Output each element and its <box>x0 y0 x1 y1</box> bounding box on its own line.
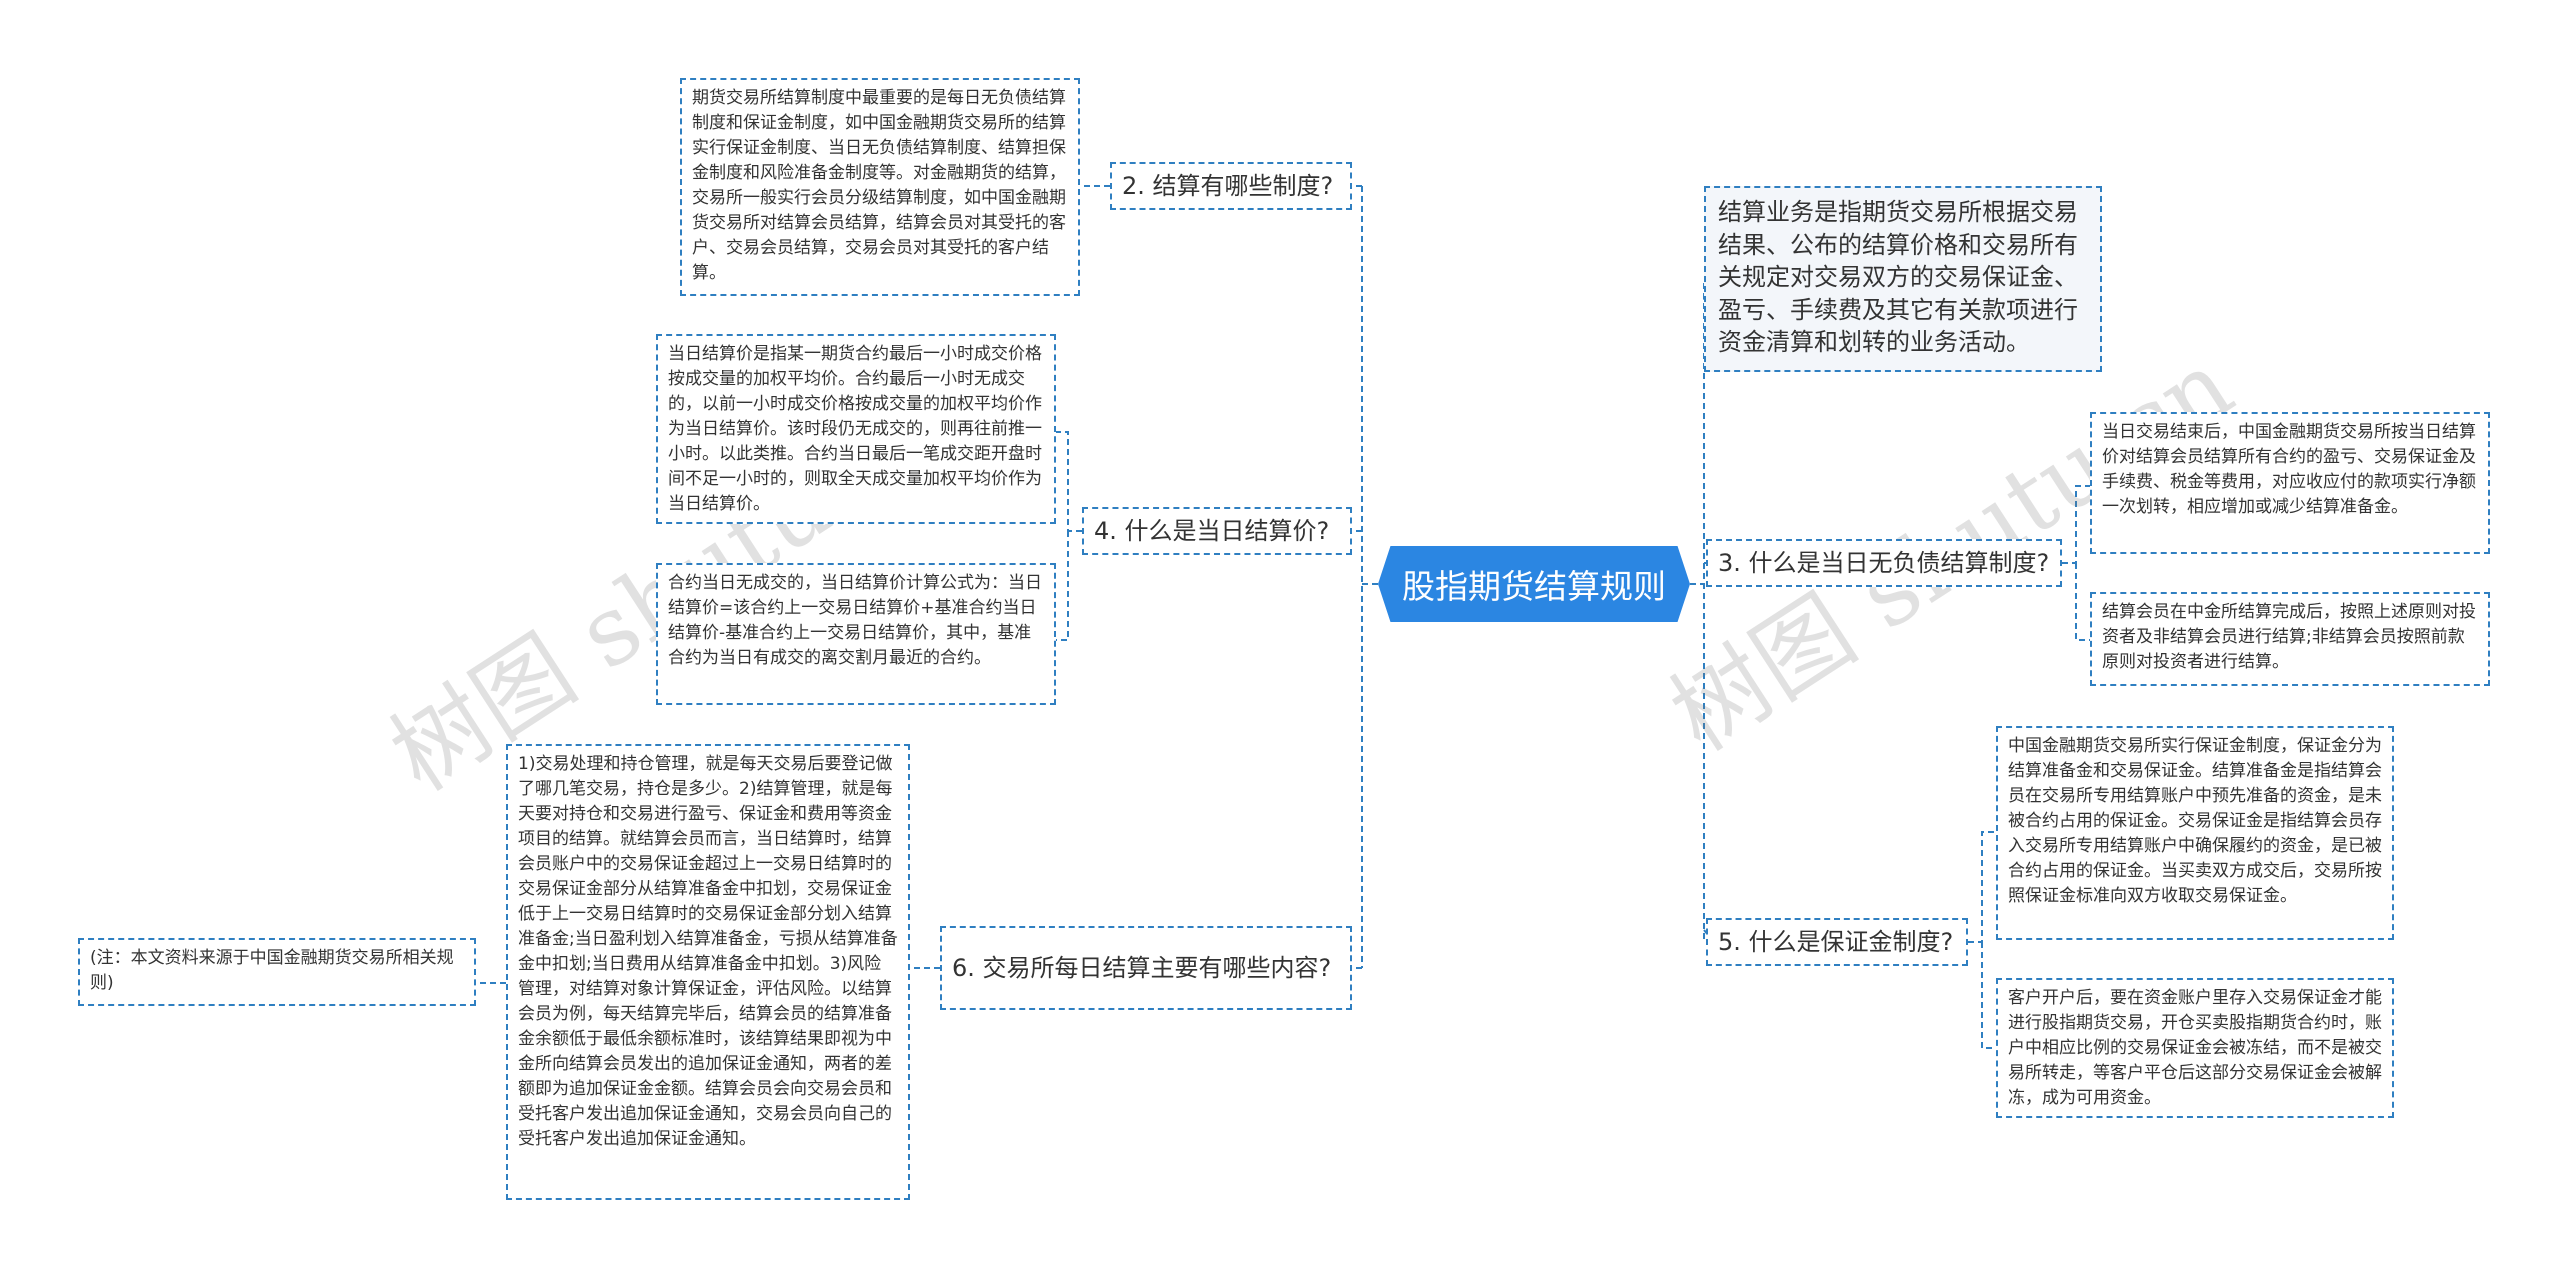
settlement-definition: 结算业务是指期货交易所根据交易结果、公布的结算价格和交易所有关规定对交易双方的交… <box>1704 186 2102 372</box>
root-node[interactable]: 股指期货结算规则 <box>1378 546 1690 622</box>
leaf-no-debt-settlement-members: 结算会员在中金所结算完成后，按照上述原则对投资者及非结算会员进行结算;非结算会员… <box>2090 592 2490 686</box>
branch-daily-settlement-price[interactable]: 4. 什么是当日结算价? <box>1082 507 1352 555</box>
leaf-daily-settlement-price-formula: 合约当日无成交的，当日结算价计算公式为：当日结算价=该合约上一交易日结算价+基准… <box>656 563 1056 705</box>
leaf-no-debt-settlement-process: 当日交易结束后，中国金融期货交易所按当日结算价对结算会员结算所有合约的盈亏、交易… <box>2090 412 2490 554</box>
branch-no-debt-settlement[interactable]: 3. 什么是当日无负债结算制度? <box>1706 539 2062 587</box>
leaf-daily-settlement-content: 1)交易处理和持仓管理，就是每天交易后要登记做了哪几笔交易，持仓是多少。2)结算… <box>506 744 910 1200</box>
branch-settlement-systems[interactable]: 2. 结算有哪些制度? <box>1110 162 1352 210</box>
branch-margin-system[interactable]: 5. 什么是保证金制度? <box>1706 918 1968 966</box>
leaf-margin-system-definition: 中国金融期货交易所实行保证金制度，保证金分为结算准备金和交易保证金。结算准备金是… <box>1996 726 2394 940</box>
leaf-source-note: (注：本文资料来源于中国金融期货交易所相关规则) <box>78 938 476 1006</box>
branch-daily-settlement-content[interactable]: 6. 交易所每日结算主要有哪些内容? <box>940 926 1352 1010</box>
leaf-margin-system-client: 客户开户后，要在资金账户里存入交易保证金才能进行股指期货交易，开仓买卖股指期货合… <box>1996 978 2394 1118</box>
leaf-daily-settlement-price-definition: 当日结算价是指某一期货合约最后一小时成交价格按成交量的加权平均价。合约最后一小时… <box>656 334 1056 524</box>
leaf-settlement-systems: 期货交易所结算制度中最重要的是每日无负债结算制度和保证金制度，如中国金融期货交易… <box>680 78 1080 296</box>
